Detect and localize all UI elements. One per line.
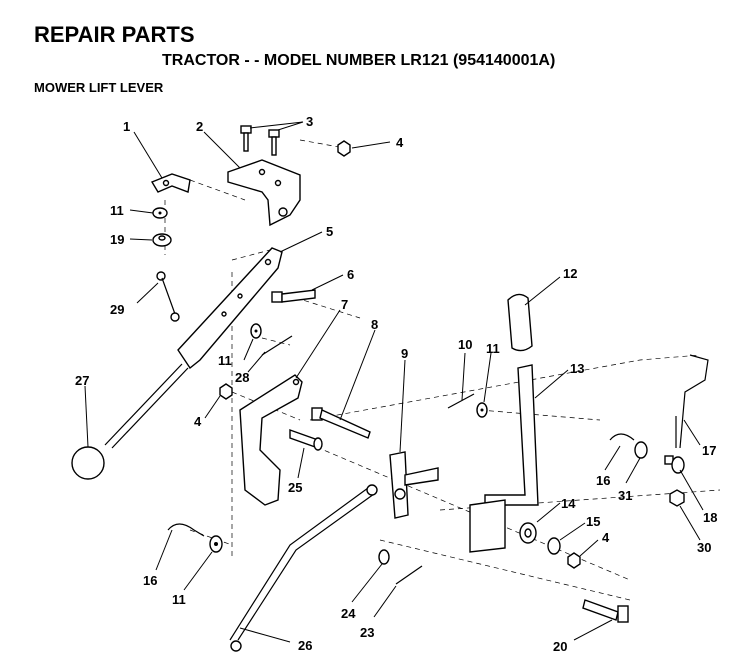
callout-8: 8 <box>371 317 378 332</box>
part-24-washer <box>378 549 390 565</box>
callout-16: 16 <box>143 573 157 588</box>
leader-lines <box>84 121 704 643</box>
part-6-bolt <box>271 289 316 303</box>
callout-labels: 1 2 3 4 11 19 5 6 29 7 8 27 11 28 4 25 9… <box>75 114 717 654</box>
callout-30: 30 <box>697 540 711 555</box>
part-1-clip <box>150 173 191 193</box>
callout-18: 18 <box>703 510 717 525</box>
callout-10: 10 <box>458 337 472 352</box>
callout-14: 14 <box>561 496 576 511</box>
part-26-rod <box>229 484 378 652</box>
callout-4: 4 <box>194 414 202 429</box>
part-23-pin <box>395 565 423 585</box>
callout-3: 3 <box>306 114 313 129</box>
page-subtitle: TRACTOR - - MODEL NUMBER LR121 (95414000… <box>162 52 556 69</box>
callout-27: 27 <box>75 373 89 388</box>
part-31-washer <box>634 441 648 459</box>
callout-29: 29 <box>110 302 124 317</box>
part-27-knob <box>71 446 105 480</box>
part-12-grip <box>507 293 533 352</box>
part-19-locknut <box>152 233 172 247</box>
callout-12: 12 <box>563 266 577 281</box>
part-13-shift-lever <box>469 364 539 553</box>
callout-13: 13 <box>570 361 584 376</box>
callout-6: 6 <box>347 267 354 282</box>
part-9-bracket <box>389 451 439 519</box>
page-title: REPAIR PARTS <box>34 22 195 47</box>
part-14-bushing <box>519 522 537 544</box>
part-20-bolt <box>582 599 629 623</box>
callout-4: 4 <box>396 135 404 150</box>
part-25-spacer <box>289 429 323 451</box>
callout-19: 19 <box>110 232 124 247</box>
callout-9: 9 <box>401 346 408 361</box>
part-30-nut <box>669 489 685 507</box>
callout-15: 15 <box>586 514 600 529</box>
callout-2: 2 <box>196 119 203 134</box>
callout-17: 17 <box>702 443 716 458</box>
part-28-pin <box>261 335 293 356</box>
callout-23: 23 <box>360 625 374 640</box>
callout-25: 25 <box>288 480 302 495</box>
callout-24: 24 <box>341 606 356 621</box>
part-2-bracket <box>227 159 301 227</box>
callout-1: 1 <box>123 119 130 134</box>
callout-7: 7 <box>341 297 348 312</box>
callout-26: 26 <box>298 638 312 653</box>
part-18-swivel <box>664 455 685 474</box>
part-17-rod <box>675 354 709 449</box>
callout-20: 20 <box>553 639 567 654</box>
callout-5: 5 <box>326 224 333 239</box>
callout-4: 4 <box>602 530 610 545</box>
part-5-lift-arm <box>104 247 283 449</box>
callout-31: 31 <box>618 488 632 503</box>
callout-11: 11 <box>172 592 186 607</box>
part-4-nuts <box>219 140 581 569</box>
callout-11: 11 <box>110 203 124 218</box>
part-3-bolts <box>240 125 280 156</box>
part-16-clips <box>167 433 635 537</box>
callout-11: 11 <box>218 353 232 368</box>
part-15-washer <box>547 537 561 555</box>
section-heading: MOWER LIFT LEVER <box>34 80 164 95</box>
callout-16: 16 <box>596 473 610 488</box>
part-10-pin <box>447 393 475 409</box>
callout-28: 28 <box>235 370 249 385</box>
part-7-plate <box>239 374 303 506</box>
part-11-washers <box>152 207 488 553</box>
part-8-bolt <box>311 407 371 439</box>
part-29-link <box>156 271 180 322</box>
callout-11: 11 <box>486 341 500 356</box>
